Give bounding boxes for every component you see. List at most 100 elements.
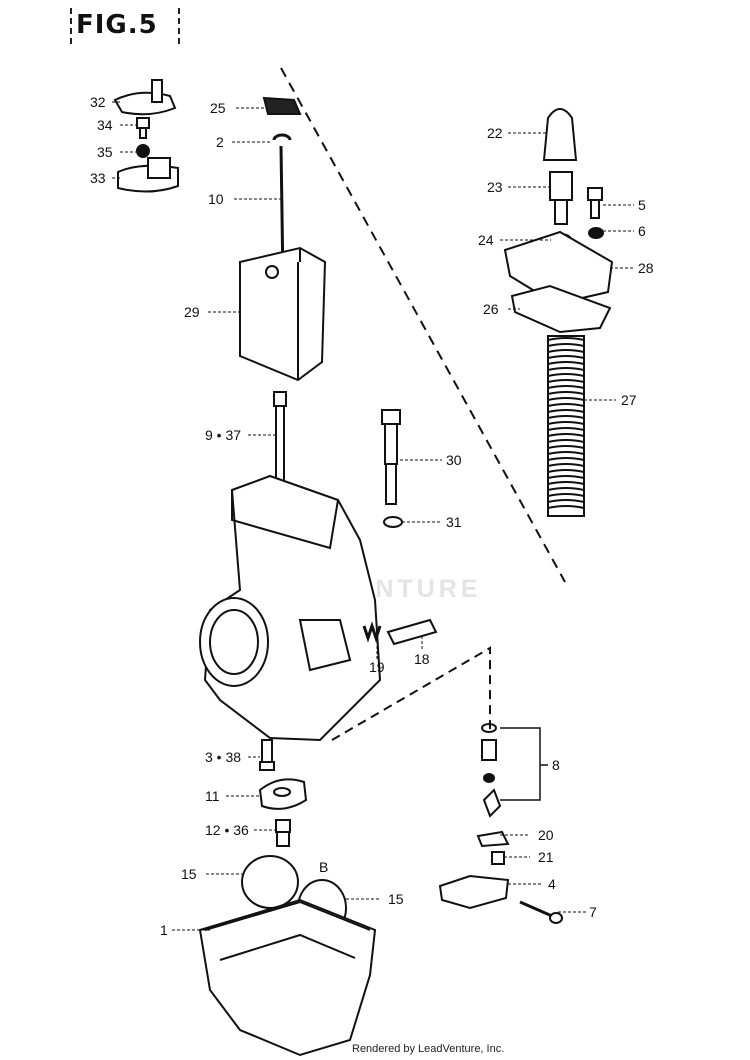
spring-coil [547,373,585,377]
spring-coil [547,469,585,473]
callout-2: 2 [216,134,224,150]
callout-23: 23 [487,179,503,195]
part-22-cap [542,108,578,161]
callout-20: 20 [538,827,554,843]
part-1-floatbowl [198,898,377,1057]
leader-lines [112,101,634,931]
part-15-float-left [241,855,299,909]
footer-credit: Rendered by LeadVenture, Inc. [352,1043,505,1055]
part-33-base [117,157,179,193]
callout-25: 25 [210,100,226,116]
part-4-floatarm [438,874,510,910]
part-27-spring [547,335,585,517]
spring-coil [547,457,585,461]
spring-coil [547,463,585,467]
callout-15-left: 15 [181,866,197,882]
part-32-cap [113,79,177,116]
callout-9-37: 9 • 37 [205,427,241,443]
part-23-adjuster [549,171,573,225]
part-25-clip [262,96,302,115]
callout-1: 1 [160,922,168,938]
callout-22: 22 [487,125,503,141]
callout-32: 32 [90,94,106,110]
callout-B: B [319,859,328,875]
part-9-37-needlejet [273,391,287,487]
part-5-screw [587,187,603,219]
spring-coil [547,409,585,413]
callout-29: 29 [184,304,200,320]
callout-3-38: 3 • 38 [205,749,241,765]
callout-35: 35 [97,144,113,160]
spring-coil [547,415,585,419]
part-18-pilotscrew [386,618,438,646]
callout-27: 27 [621,392,637,408]
callout-26: 26 [483,301,499,317]
spring-coil [547,487,585,491]
spring-coil [547,505,585,509]
callout-19: 19 [369,659,385,675]
part-12-36-jet [275,819,291,847]
callout-5: 5 [638,197,646,213]
part-3-38-mainjet [259,739,275,771]
spring-coil [547,343,585,347]
callout-10: 10 [208,191,224,207]
part-35-oring [136,144,150,158]
spring-coil [547,481,585,485]
spring-coil [547,391,585,395]
bracket-line [331,646,491,741]
part-20-pin [476,830,510,848]
spring-coil [547,397,585,401]
part-7-pin [519,900,563,924]
callout-15-right: 15 [388,891,404,907]
spring-coil [547,337,585,341]
spring-coil [547,439,585,443]
callout-12-36: 12 • 36 [205,822,249,838]
spring-coil [547,433,585,437]
spring-coil [547,427,585,431]
callout-11: 11 [205,788,220,804]
spring-coil [547,355,585,359]
carburetor-body [199,474,382,742]
spring-coil [547,403,585,407]
part-2-eclip [272,133,292,141]
figure-title: FIG.5 [76,10,158,40]
spring-coil [547,445,585,449]
part-21-screw [491,851,505,865]
callout-34: 34 [97,117,113,133]
callout-21: 21 [538,849,554,865]
spring-coil [547,499,585,503]
divider-line [280,67,566,583]
part-34-screw [136,117,150,139]
figure-title-frame [70,8,180,44]
bracket-8 [500,727,548,801]
callout-33: 33 [90,170,106,186]
spring-coil [547,379,585,383]
spring-coil [547,367,585,371]
part-28-cover [503,230,614,306]
spring-coil [547,421,585,425]
spring-coil [547,475,585,479]
callout-6: 6 [638,223,646,239]
spring-coil [547,361,585,365]
spring-coil [547,493,585,497]
callout-4: 4 [548,876,556,892]
callout-24: 24 [478,232,494,248]
spring-coil [547,385,585,389]
spring-coil [547,349,585,353]
part-8-floatvalve [481,723,502,818]
part-6-nut [588,227,604,239]
callout-18: 18 [414,651,430,667]
part-30-airscrew [381,409,401,505]
callout-7: 7 [589,904,597,920]
callout-28: 28 [638,260,654,276]
part-26-gasket [510,284,612,334]
part-19-spring [362,621,382,643]
spring-coil [547,451,585,455]
part-29-slide [239,246,327,382]
callout-31: 31 [446,514,462,530]
callout-8: 8 [552,757,560,773]
part-11-holder [258,778,308,810]
callout-30: 30 [446,452,462,468]
